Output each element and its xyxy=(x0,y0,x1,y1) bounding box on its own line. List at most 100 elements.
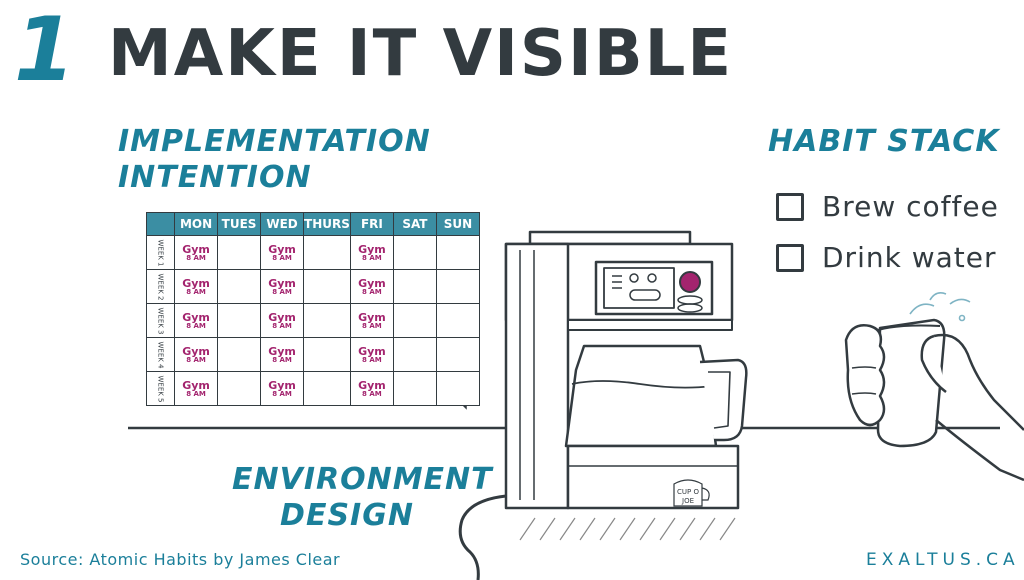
water-splash-icon xyxy=(909,292,971,322)
mug-logo-icon xyxy=(673,479,703,507)
calendar-cell xyxy=(217,371,262,406)
gym-entry: Gym xyxy=(268,242,296,256)
gym-time: 8 AM xyxy=(362,389,382,398)
gym-entry: Gym xyxy=(268,378,296,392)
step-number: 1 xyxy=(14,0,76,101)
calendar-cell xyxy=(392,235,437,270)
gym-entry: Gym xyxy=(358,276,386,290)
week-label: WEEK 2 xyxy=(145,269,176,304)
calendar-cell xyxy=(303,235,351,270)
gym-time: 8 AM xyxy=(272,253,292,262)
gym-time: 8 AM xyxy=(362,287,382,296)
week-label: WEEK 4 xyxy=(145,337,176,372)
gym-time: 8 AM xyxy=(272,321,292,330)
calendar-cell xyxy=(303,371,351,406)
calendar-cell xyxy=(435,337,480,372)
calendar-cell xyxy=(217,303,262,338)
habit-item-label: Brew coffee xyxy=(822,190,999,223)
habit-item[interactable]: Drink water xyxy=(776,241,997,274)
habit-stack-heading: HABIT STACK xyxy=(768,124,1000,159)
calendar-cell xyxy=(435,303,480,338)
weekly-calendar: MON TUES WED THURS FRI SAT SUN WEEK 1 Gym… xyxy=(145,212,480,406)
gym-time: 8 AM xyxy=(186,253,206,262)
gym-entry: Gym xyxy=(358,378,386,392)
gym-entry: Gym xyxy=(358,242,386,256)
day-header: THURS xyxy=(303,212,351,236)
day-header: FRI xyxy=(349,212,394,236)
week-label-text: WEEK 3 xyxy=(156,306,165,335)
day-header: WED xyxy=(260,212,305,236)
day-header: MON xyxy=(174,212,219,236)
checkbox[interactable] xyxy=(776,192,804,221)
day-header: SAT xyxy=(392,212,437,236)
calendar-cell xyxy=(435,269,480,304)
gym-time: 8 AM xyxy=(186,389,206,398)
calendar-cell xyxy=(435,235,480,270)
week-label-text: WEEK 5 xyxy=(156,374,165,403)
gym-entry: Gym xyxy=(358,310,386,324)
gym-entry: Gym xyxy=(358,344,386,358)
week-label-text: WEEK 1 xyxy=(156,238,165,267)
gym-time: 8 AM xyxy=(186,355,206,364)
gym-time: 8 AM xyxy=(362,253,382,262)
calendar-cell xyxy=(303,303,351,338)
calendar-cell xyxy=(392,371,437,406)
environment-line2: DESIGN xyxy=(280,498,414,533)
gym-entry: Gym xyxy=(182,276,210,290)
gym-time: 8 AM xyxy=(186,321,206,330)
gym-time: 8 AM xyxy=(362,355,382,364)
brand-link[interactable]: EXALTUS.CA xyxy=(866,550,1020,570)
calendar-cell xyxy=(217,337,262,372)
week-label-text: WEEK 2 xyxy=(156,272,165,301)
gym-entry: Gym xyxy=(182,378,210,392)
gym-time: 8 AM xyxy=(362,321,382,330)
page-title: MAKE IT VISIBLE xyxy=(108,17,734,91)
gym-time: 8 AM xyxy=(272,287,292,296)
shadow-hatch xyxy=(519,517,736,541)
implementation-heading: IMPLEMENTATION INTENTION xyxy=(118,124,431,196)
implementation-line2: INTENTION xyxy=(118,160,312,195)
week-label: WEEK 5 xyxy=(145,371,176,406)
week-col-header xyxy=(145,212,176,236)
calendar-cell xyxy=(392,269,437,304)
gym-entry: Gym xyxy=(268,344,296,358)
week-label: WEEK 3 xyxy=(145,303,176,338)
brand-line1: CUP O xyxy=(677,488,699,496)
gym-time: 8 AM xyxy=(272,355,292,364)
calendar-cell xyxy=(303,337,351,372)
calendar-cell xyxy=(392,303,437,338)
gym-entry: Gym xyxy=(182,310,210,324)
week-label-text: WEEK 4 xyxy=(156,340,165,369)
day-header: TUES xyxy=(217,212,262,236)
coffee-maker-logo: CUP O JOE xyxy=(677,488,699,505)
brand-line2: JOE xyxy=(681,497,694,505)
habit-item[interactable]: Brew coffee xyxy=(776,190,999,223)
calendar-header-row: MON TUES WED THURS FRI SAT SUN xyxy=(145,212,480,236)
source-credit: Source: Atomic Habits by James Clear xyxy=(20,550,341,569)
week-label: WEEK 1 xyxy=(145,235,176,270)
habit-item-label: Drink water xyxy=(822,241,997,274)
implementation-line1: IMPLEMENTATION xyxy=(118,124,431,159)
environment-line1: ENVIRONMENT xyxy=(232,462,493,497)
calendar-cell xyxy=(392,337,437,372)
gym-time: 8 AM xyxy=(272,389,292,398)
checkbox[interactable] xyxy=(776,243,804,272)
gym-time: 8 AM xyxy=(186,287,206,296)
calendar-cell xyxy=(303,269,351,304)
calendar-cell xyxy=(435,371,480,406)
